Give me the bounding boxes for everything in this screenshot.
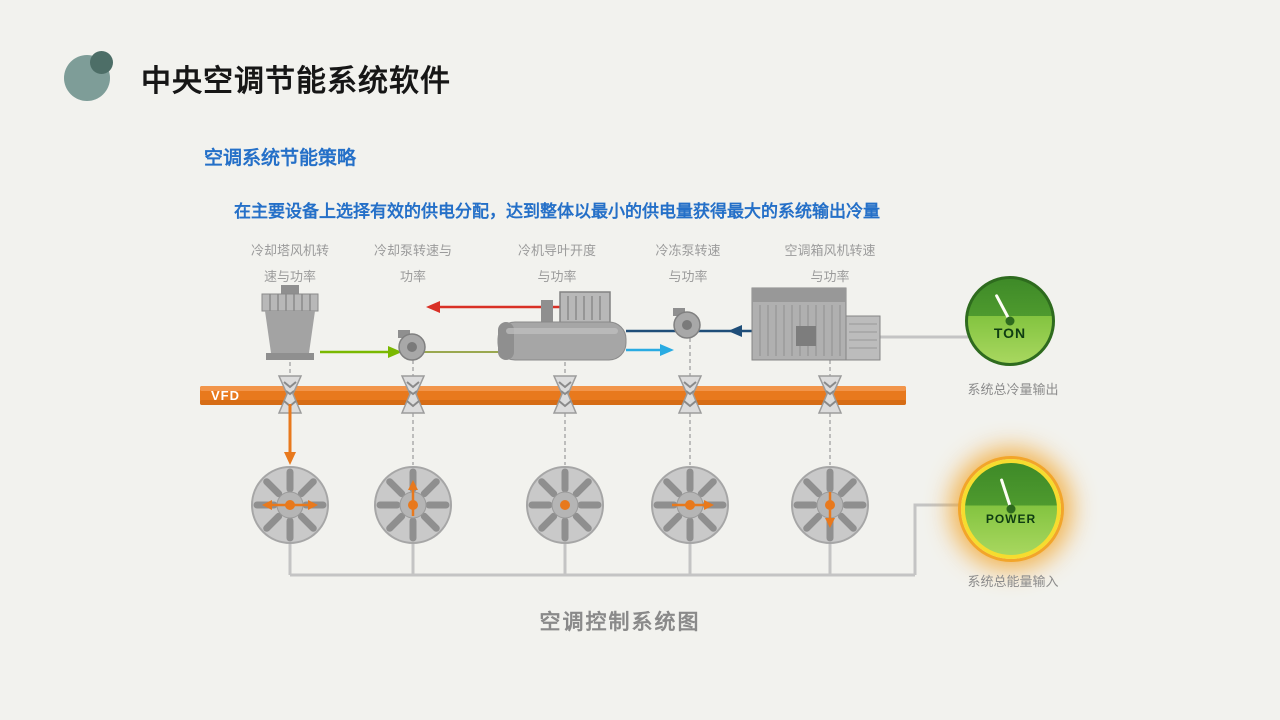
chilled-pump-icon [673, 308, 701, 339]
motor-icon [527, 467, 603, 543]
motor-arrow-down [825, 492, 835, 528]
motor-arrow-horizontal [262, 500, 318, 510]
equipment-label-ahu: 空调箱风机转速 与功率 [755, 238, 905, 290]
equipment-label-line: 冷却塔风机转 [250, 243, 329, 258]
chiller-icon [497, 291, 627, 361]
pipe-red-condenser-water [426, 301, 560, 313]
gauge-pivot [1006, 504, 1016, 514]
cooling-tower-icon [261, 285, 319, 360]
power-gauge-label: POWER [985, 511, 1037, 526]
equipment-label-line: 空调箱风机转速 [784, 243, 876, 258]
cooling-pump-icon [398, 330, 426, 361]
slide-title: 中央空调节能系统软件 [141, 65, 451, 98]
equipment-label-chilled-pump: 冷冻泵转速 与功率 [613, 238, 763, 290]
vfd-drive-icon [277, 375, 303, 414]
gauge-pivot [1005, 316, 1015, 326]
motor-arrow-up [408, 480, 418, 516]
ton-gauge-icon: TON [965, 276, 1055, 366]
ton-gauge-caption: 系统总冷量输出 [967, 382, 1059, 397]
equipment-label-line: 与功率 [810, 269, 850, 284]
equipment-label-line: 功率 [399, 269, 426, 284]
motor-arrow-right [672, 500, 714, 510]
ahu-icon [751, 287, 881, 361]
signal-dashed-lines [289, 338, 831, 465]
equipment-label-line: 速与功率 [263, 269, 316, 284]
pipe-green-cooling-water [320, 346, 500, 358]
vfd-drive-icon [817, 375, 843, 414]
equipment-label-line: 与功率 [668, 269, 708, 284]
strategy-description: 在主要设备上选择有效的供电分配，达到整体以最小的供电量获得最大的系统输出冷量 [234, 202, 880, 221]
equipment-label-cooling-tower: 冷却塔风机转 速与功率 [215, 238, 365, 290]
pipe-cyan-chilled-supply [626, 344, 674, 356]
power-gauge-icon: POWER [961, 459, 1061, 559]
vfd-bar-label: VFD [211, 388, 240, 403]
orange-drive-arrow [284, 404, 296, 465]
equipment-label-line: 冷冻泵转速 [655, 243, 721, 258]
equipment-label-line: 与功率 [537, 269, 577, 284]
equipment-label-line: 冷机导叶开度 [517, 243, 596, 258]
power-gauge-caption: 系统总能量输入 [967, 574, 1059, 589]
equipment-label-cooling-pump: 冷却泵转速与 功率 [338, 238, 488, 290]
equipment-label-chiller: 冷机导叶开度 与功率 [482, 238, 632, 290]
diagram-caption: 空调控制系统图 [539, 611, 701, 634]
power-bus-wires [288, 503, 962, 577]
equipment-label-line: 冷却泵转速与 [373, 243, 452, 258]
section-subtitle: 空调系统节能策略 [204, 148, 357, 169]
decorative-circle-small [90, 51, 113, 74]
vfd-bus-bar [200, 386, 906, 405]
vfd-drive-icon [552, 375, 578, 414]
vfd-drive-icon [400, 375, 426, 414]
vfd-drive-icon [677, 375, 703, 414]
ton-gauge-label: TON [993, 325, 1027, 342]
